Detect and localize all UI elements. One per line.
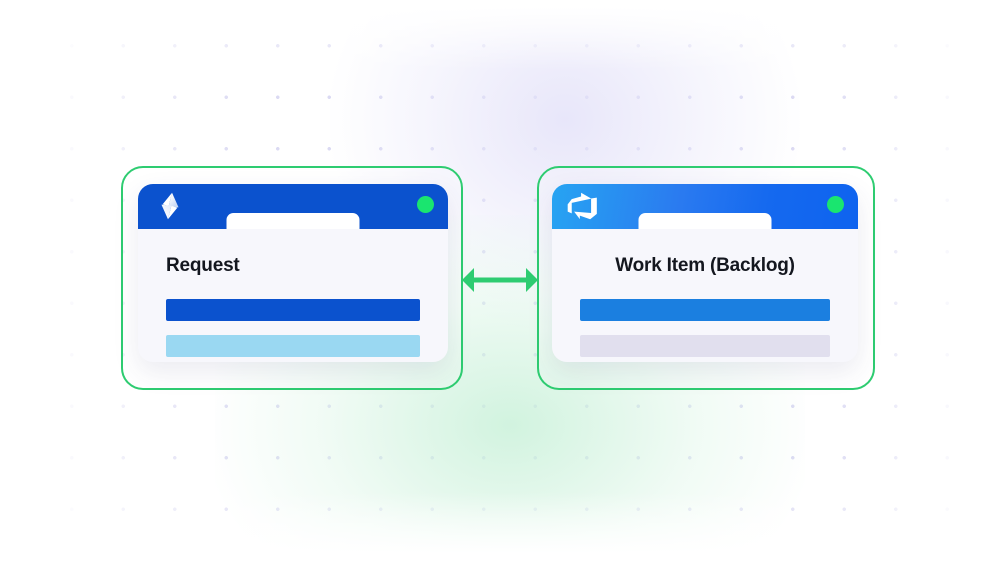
bar-primary — [580, 299, 830, 321]
card-work-item[interactable]: Work Item (Backlog) — [552, 184, 858, 362]
status-dot-online — [417, 196, 434, 213]
jira-service-management-icon — [152, 188, 188, 224]
azure-devops-icon — [566, 188, 602, 224]
header-tab[interactable] — [638, 213, 772, 229]
bidirectional-sync-arrow[interactable] — [461, 263, 539, 297]
bar-primary — [166, 299, 420, 321]
card-header-request — [138, 184, 448, 229]
bar-secondary — [580, 335, 830, 357]
header-tab[interactable] — [226, 213, 360, 229]
status-dot-online — [827, 196, 844, 213]
card-body-request: Request — [138, 229, 448, 362]
card-header-work-item — [552, 184, 858, 229]
card-request[interactable]: Request — [138, 184, 448, 362]
bar-secondary — [166, 335, 420, 357]
card-title-request: Request — [166, 255, 240, 276]
card-title-work-item: Work Item (Backlog) — [615, 255, 795, 276]
card-body-work-item: Work Item (Backlog) — [552, 229, 858, 362]
